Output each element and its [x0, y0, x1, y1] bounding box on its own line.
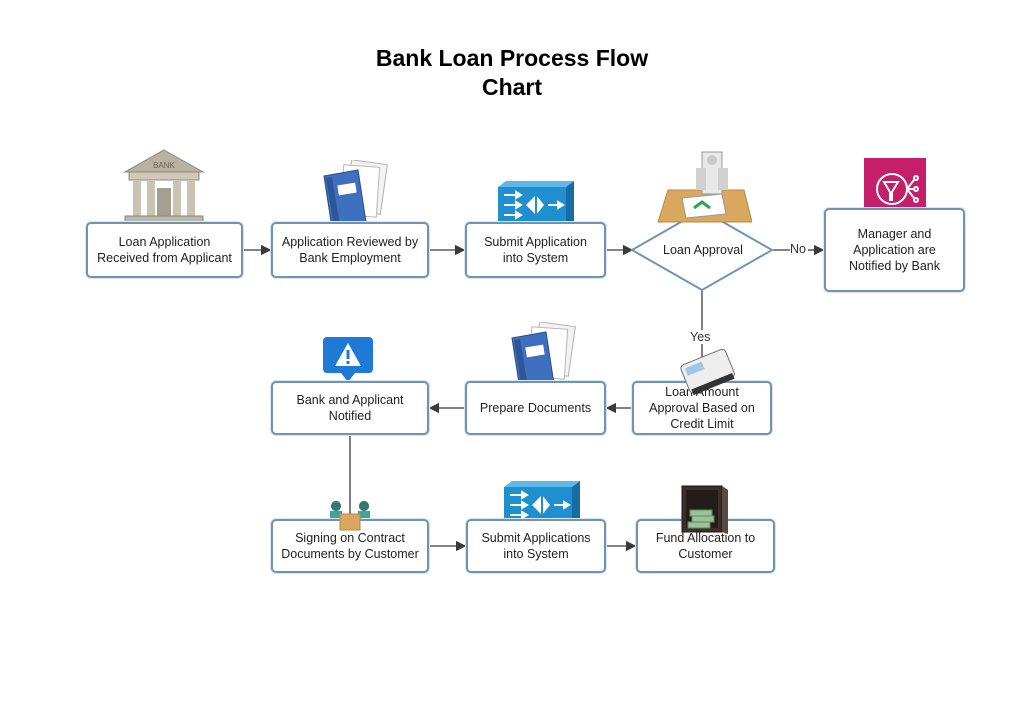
node-label: Manager and Application are Notified by … [848, 227, 941, 273]
page-title: Bank Loan Process Flow Chart [312, 44, 712, 102]
node-application-reviewed: Application Reviewed by Bank Employment [271, 222, 429, 278]
title-line-2: Chart [481, 74, 543, 100]
node-label: Submit Application into System [484, 235, 587, 265]
alert-icon [323, 337, 373, 382]
bank-building-icon: BANK [123, 149, 205, 227]
money-safe-icon [681, 485, 728, 534]
bank-sign-text: BANK [153, 161, 175, 170]
node-signing-contract: Signing on Contract Documents by Custome… [271, 519, 429, 573]
edge-label-no: No [790, 242, 806, 256]
node-label: Fund Allocation to Customer [655, 531, 756, 561]
node-label: Loan Application Received from Applicant [97, 235, 232, 265]
node-label: Bank and Applicant Notified [296, 393, 404, 423]
card-terminal-icon [680, 348, 735, 396]
node-manager-notified: Manager and Application are Notified by … [824, 208, 965, 292]
title-line-1: Bank Loan Process Flow [375, 45, 649, 71]
node-loan-approval: Loan Approval [663, 243, 743, 257]
node-submit-applications: Submit Applications into System [466, 519, 606, 573]
node-label: Application Reviewed by Bank Employment [281, 235, 419, 265]
document-approval-icon [657, 151, 752, 223]
node-label: Loan Amount Approval Based on Credit Lim… [649, 385, 755, 431]
node-loan-application: Loan Application Received from Applicant [86, 222, 243, 278]
node-label: Submit Applications into System [481, 531, 591, 561]
document-folder-icon [511, 322, 576, 391]
node-bank-applicant-notified: Bank and Applicant Notified [271, 381, 429, 435]
node-label: Signing on Contract Documents by Custome… [281, 531, 419, 561]
node-prepare-documents: Prepare Documents [465, 381, 606, 435]
node-label: Prepare Documents [479, 401, 592, 415]
edge-label-yes: Yes [690, 330, 711, 344]
router-switch-icon [498, 181, 574, 227]
loan-approval-diamond [629, 208, 775, 292]
node-submit-application: Submit Application into System [465, 222, 606, 278]
document-folder-icon [323, 160, 388, 229]
meeting-table-icon [331, 501, 369, 531]
